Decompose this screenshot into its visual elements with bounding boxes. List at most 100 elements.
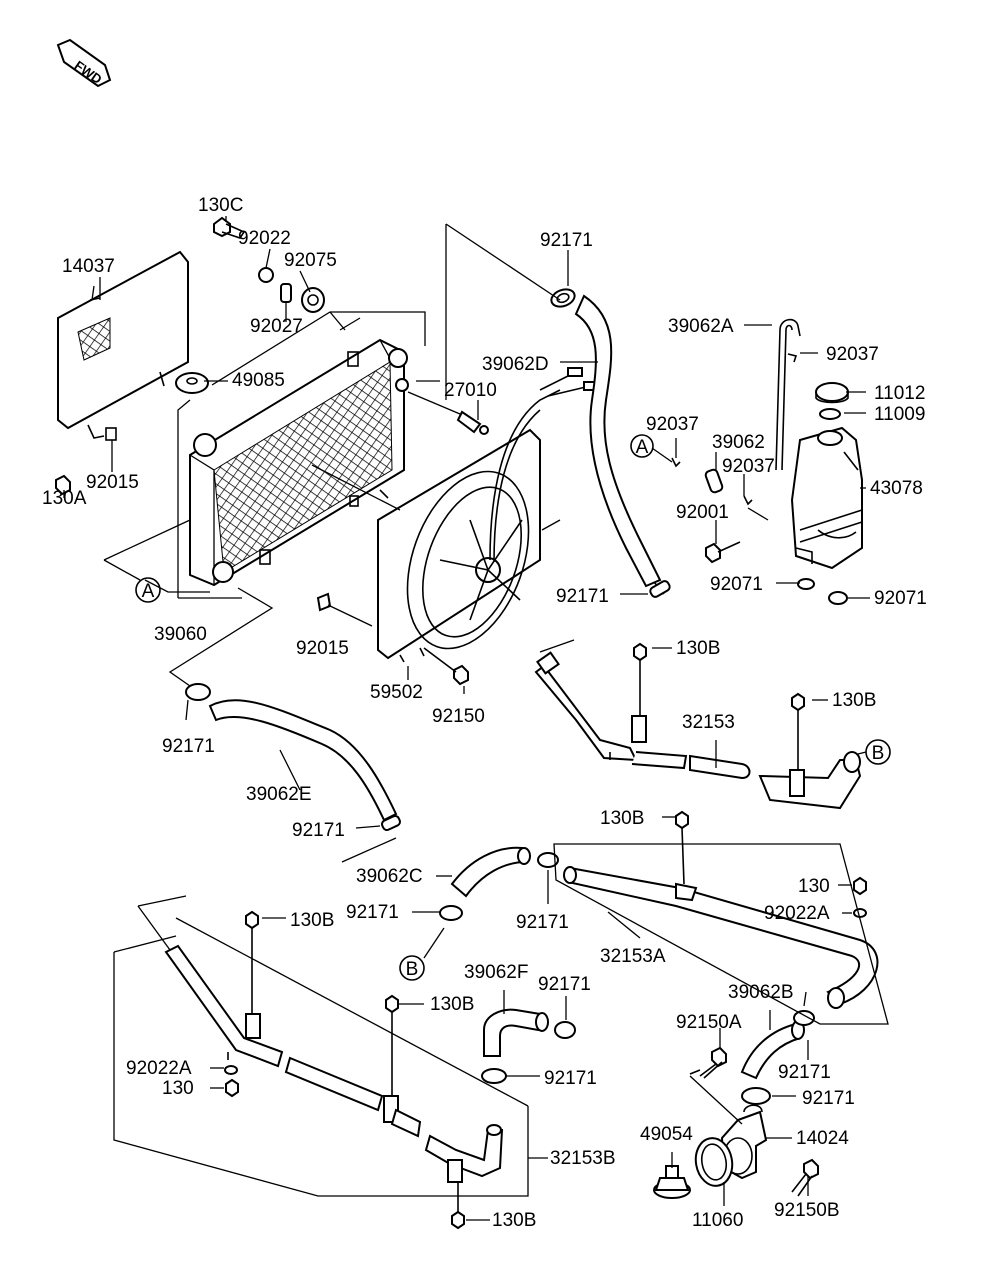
radiator-cap (175, 372, 209, 394)
label-59502: 59502 (370, 682, 423, 703)
label-39062E: 39062E (246, 784, 312, 805)
washer-92022 (258, 267, 274, 283)
thermostat-49054 (653, 1165, 691, 1199)
hose-39062D (574, 294, 665, 595)
label-92150B: 92150B (774, 1200, 840, 1221)
label-39062C: 39062C (356, 866, 423, 887)
hose-39062A (775, 318, 801, 471)
label-92071-left: 92071 (710, 574, 763, 595)
label-43078: 43078 (870, 478, 923, 499)
clip-92037-left (671, 457, 681, 468)
hose-clamp-92171-39062B (793, 1010, 815, 1026)
label-92022A-top: 92022A (764, 903, 830, 924)
bolt-130-32153A (853, 876, 867, 896)
label-14037: 14037 (62, 256, 115, 277)
hose-clamp-92171-housing (741, 1087, 771, 1105)
ref-circle-a-right: A (630, 434, 654, 458)
grommet-92075 (301, 287, 325, 313)
label-92027: 92027 (250, 316, 303, 337)
label-32153B: 32153B (550, 1148, 616, 1169)
hose-39062C (450, 846, 531, 898)
bolt-130B-32153B-2 (385, 994, 399, 1096)
hose-39062E (185, 683, 401, 832)
label-49085: 49085 (232, 370, 285, 391)
hose-clamp-92171-39062C (537, 852, 559, 868)
ref-circle-a-left: A (135, 577, 161, 603)
bolt-130A (55, 474, 71, 496)
label-39062: 39062 (712, 432, 765, 453)
hose-39062 (704, 468, 724, 494)
pipe-32153A (563, 866, 879, 1009)
pipe-32153-upper (534, 651, 862, 810)
label-92171-39062B: 92171 (778, 1062, 831, 1083)
label-130B-4: 130B (290, 910, 334, 931)
hose-clamp-92171-39062F (554, 1021, 576, 1039)
label-130B-6: 130B (492, 1210, 536, 1231)
radiator (189, 338, 409, 587)
bolt-92150B (791, 1158, 819, 1197)
label-92001: 92001 (676, 502, 729, 523)
label-14024: 14024 (796, 1128, 849, 1149)
label-27010: 27010 (444, 380, 497, 401)
label-130B-5: 130B (430, 994, 474, 1015)
hose-clamp-92171-mid2 (439, 905, 463, 921)
bolt-130B-upper1 (633, 642, 647, 716)
label-92037-left: 92037 (646, 414, 699, 435)
fan-switch (456, 410, 489, 435)
bolt-130-lower (225, 1078, 239, 1098)
bolt-130B-32153B-3 (451, 1182, 465, 1230)
ref-a-left: A (142, 581, 155, 602)
label-92171-housing: 92171 (802, 1088, 855, 1109)
ref-circle-b-upper: B (865, 739, 891, 765)
collar-92027 (280, 283, 292, 303)
hose-39062F (483, 1008, 549, 1057)
label-92150: 92150 (432, 706, 485, 727)
label-130A: 130A (42, 488, 87, 509)
label-39062B: 39062B (728, 982, 794, 1003)
label-92015-left: 92015 (86, 472, 139, 493)
label-92037-top: 92037 (826, 344, 879, 365)
label-92171-left: 92171 (162, 736, 215, 757)
fwd-arrow-icon: FWD (56, 38, 112, 88)
label-92171-mid: 92171 (556, 586, 609, 607)
label-92075: 92075 (284, 250, 337, 271)
clip-92015-right (316, 592, 332, 612)
washer-92022A-lower (224, 1065, 238, 1075)
label-130B-3: 130B (600, 808, 644, 829)
label-11012: 11012 (874, 383, 925, 404)
label-130-lower: 130 (162, 1078, 194, 1099)
label-92022A-lower: 92022A (126, 1058, 192, 1079)
tank-cap (815, 382, 849, 404)
bolt-130B-32153A (675, 810, 689, 885)
label-92171-39062F: 92171 (538, 974, 591, 995)
ref-circle-b-lower: B (399, 955, 425, 981)
label-11060: 11060 (692, 1210, 743, 1231)
label-92171-39062C-left: 92171 (346, 902, 399, 923)
label-39062F: 39062F (464, 962, 528, 983)
label-92171-lower: 92171 (544, 1068, 597, 1089)
clip-92037-top (787, 353, 798, 363)
radiator-screen (57, 250, 189, 441)
ref-b-lower: B (406, 959, 419, 980)
washer-92022A-32153A (853, 908, 867, 918)
clip-92037-right (743, 495, 753, 506)
label-130B-2: 130B (832, 690, 876, 711)
ref-b-upper: B (872, 743, 885, 764)
label-11009: 11009 (874, 404, 925, 425)
label-130C: 130C (198, 195, 243, 216)
bolt-92001 (705, 541, 741, 564)
label-92171-39062E: 92171 (292, 820, 345, 841)
bolt-92150 (423, 647, 469, 686)
bolt-92150A (689, 1046, 727, 1079)
part-labels: 130C 92022 92075 14037 92027 49085 92015… (42, 195, 927, 1231)
hose-clamp-top (550, 288, 576, 308)
label-39062A: 39062A (668, 316, 734, 337)
label-39062D: 39062D (482, 354, 549, 375)
ref-a-right: A (636, 437, 649, 458)
hose-clamp-92171-mid (649, 580, 671, 598)
pipe-32153B (164, 944, 504, 1183)
label-92037-right: 92037 (722, 456, 775, 477)
label-92071-right: 92071 (874, 588, 927, 609)
